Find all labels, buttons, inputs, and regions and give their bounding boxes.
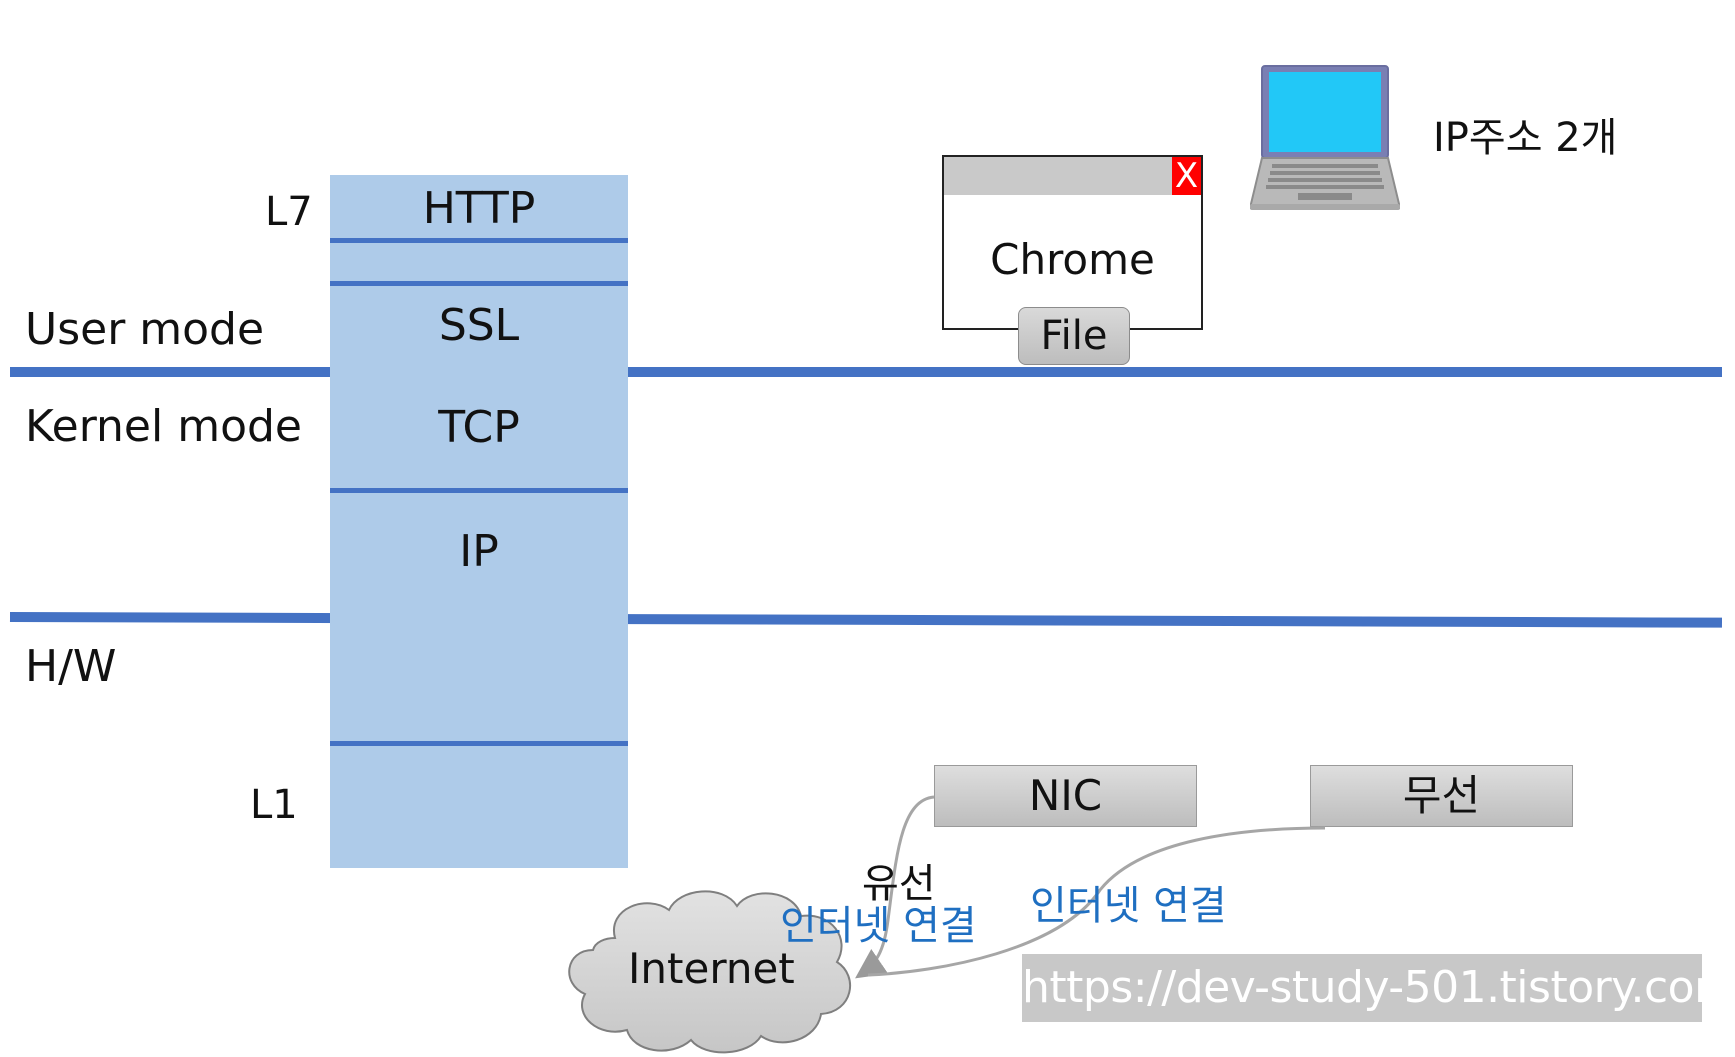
wireless-box: 무선 <box>1310 765 1573 827</box>
protocol-stack: HTTP SSL TCP IP <box>330 175 628 868</box>
wired-label: 유선 <box>862 861 936 907</box>
stack-http: HTTP <box>422 183 536 234</box>
laptop-label: IP주소 2개 <box>1433 115 1618 161</box>
layer-7-label: L7 <box>265 189 313 235</box>
wireless-connection-label: 인터넷 연결 <box>1030 883 1227 929</box>
wired-connection-line <box>855 795 935 979</box>
stack-divider <box>330 741 628 746</box>
window-titlebar[interactable] <box>944 157 1179 195</box>
laptop-icon <box>1250 65 1400 210</box>
wired-connection-label: 인터넷 연결 <box>780 903 977 949</box>
stack-divider <box>330 488 628 493</box>
close-icon[interactable]: X <box>1172 157 1201 195</box>
kernel-mode-label: Kernel mode <box>25 401 302 452</box>
user-mode-label: User mode <box>25 304 265 355</box>
chrome-window: X Chrome <box>942 155 1203 330</box>
hw-label: H/W <box>25 641 117 692</box>
stack-ip: IP <box>459 526 499 577</box>
wireless-connection-line <box>867 826 1326 977</box>
stack-divider <box>330 238 628 243</box>
cloud-icon <box>568 890 852 1054</box>
file-button[interactable]: File <box>1018 307 1130 365</box>
stack-ssl: SSL <box>438 300 520 351</box>
layer-1-label: L1 <box>250 782 298 828</box>
stack-divider <box>330 281 628 286</box>
nic-box: NIC <box>934 765 1197 827</box>
watermark-url: https://dev-study-501.tistory.com <box>1022 954 1735 1022</box>
internet-label: Internet <box>628 944 795 993</box>
user-kernel-boundary <box>10 367 1722 377</box>
chrome-label: Chrome <box>990 235 1155 284</box>
stack-tcp: TCP <box>438 402 520 453</box>
